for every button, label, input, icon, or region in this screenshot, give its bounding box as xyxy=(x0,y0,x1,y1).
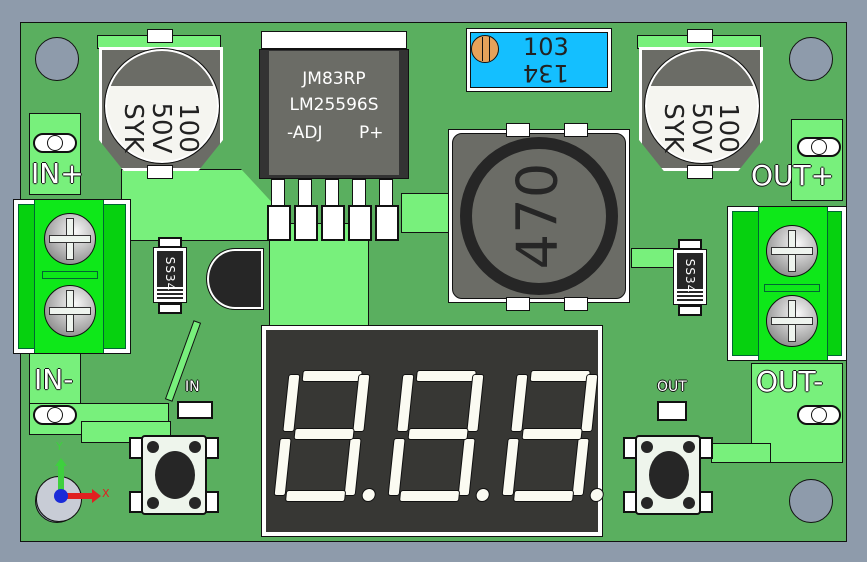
label-led-out: OUT xyxy=(657,379,687,395)
regulator-ic: JM83RP LM25596S -ADJ P+ xyxy=(259,31,411,181)
output-ground-trace xyxy=(711,443,771,463)
push-button-out[interactable] xyxy=(623,435,713,515)
display-digit xyxy=(501,370,615,502)
jumper-pad-in-minus xyxy=(33,405,77,425)
display-segment xyxy=(521,428,583,440)
capacitor-right-brand: SYK xyxy=(658,103,689,153)
push-button-in[interactable] xyxy=(129,435,219,515)
pcb-board: IN+ IN- OUT+ OUT- 100 50V SYK 100 50V SY… xyxy=(13,22,847,542)
axis-triad: Y X xyxy=(36,440,126,522)
x-axis-label: X xyxy=(102,487,110,500)
display-digit xyxy=(387,370,501,502)
display-segment xyxy=(343,438,362,496)
display-segment xyxy=(512,490,575,502)
led-in xyxy=(177,401,213,419)
capacitor-left-value: 100 xyxy=(172,103,203,153)
led-out xyxy=(657,401,687,421)
mounting-hole-top-left xyxy=(35,37,79,81)
mounting-hole-top-right xyxy=(789,37,833,81)
diode-left: SS34 xyxy=(153,237,187,314)
output-terminal-block xyxy=(727,206,847,361)
inductor-marking: 470 xyxy=(505,162,571,270)
display-segment xyxy=(293,428,355,440)
input-screw-minus[interactable] xyxy=(44,285,96,337)
display-segment xyxy=(510,374,529,432)
capacitor-right: 100 50V SYK xyxy=(637,25,763,179)
trimmer-code-top: 103 xyxy=(523,33,569,61)
regulator-ic-line3-left: -ADJ xyxy=(287,123,323,143)
display-segment xyxy=(529,370,591,382)
display-segment xyxy=(398,490,461,502)
display-segment xyxy=(396,374,415,432)
display-digit xyxy=(273,370,387,502)
z-axis-dot-icon xyxy=(54,489,68,503)
seven-segment-display xyxy=(261,325,605,537)
output-screw-plus[interactable] xyxy=(766,225,818,277)
regulator-ic-pins xyxy=(267,179,401,241)
display-segment xyxy=(282,374,301,432)
y-axis-label: Y xyxy=(56,440,63,453)
display-segment xyxy=(284,490,347,502)
capacitor-left-brand: SYK xyxy=(118,103,149,153)
input-screw-plus[interactable] xyxy=(44,213,96,265)
label-in-plus: IN+ xyxy=(31,157,84,190)
input-terminal-block xyxy=(13,199,131,354)
out-plus-pad xyxy=(791,119,843,201)
jumper-pad-out-minus xyxy=(797,405,841,425)
y-axis-arrow-icon xyxy=(58,464,64,498)
transistor xyxy=(206,248,264,310)
display-segment xyxy=(352,374,371,432)
regulator-ic-line3-right: P+ xyxy=(359,123,384,143)
display-segment xyxy=(571,438,590,496)
display-segment xyxy=(466,374,485,432)
output-screw-minus[interactable] xyxy=(766,295,818,347)
display-segment xyxy=(580,374,599,432)
jumper-pad-in-plus xyxy=(33,133,77,153)
regulator-trace xyxy=(269,223,369,333)
x-axis-arrow-icon xyxy=(62,493,94,499)
capacitor-left: 100 50V SYK xyxy=(97,25,223,179)
jumper-pad-out-plus xyxy=(797,137,841,157)
diode-right: SS34 xyxy=(673,239,707,316)
trimmer-potentiometer[interactable]: 103 134 xyxy=(466,28,612,92)
display-segment xyxy=(407,428,469,440)
display-segment xyxy=(301,370,363,382)
capacitor-right-value: 100 xyxy=(712,103,743,153)
trimmer-code-bottom: 134 xyxy=(523,59,569,87)
regulator-ic-line2: LM25596S xyxy=(289,95,379,115)
display-decimal-point xyxy=(588,488,605,502)
in-plus-pad xyxy=(29,113,81,195)
mounting-hole-bottom-right xyxy=(789,479,833,523)
label-in-minus: IN- xyxy=(34,363,74,396)
inductor: 470 xyxy=(448,123,630,311)
trimmer-adjust-knob[interactable] xyxy=(471,35,499,63)
display-segment xyxy=(415,370,477,382)
label-led-in: IN xyxy=(185,379,200,395)
label-out-minus: OUT- xyxy=(756,365,824,398)
label-out-plus: OUT+ xyxy=(751,159,835,192)
display-segment xyxy=(457,438,476,496)
regulator-ic-line1: JM83RP xyxy=(302,69,366,89)
output-trace-top xyxy=(401,193,456,233)
